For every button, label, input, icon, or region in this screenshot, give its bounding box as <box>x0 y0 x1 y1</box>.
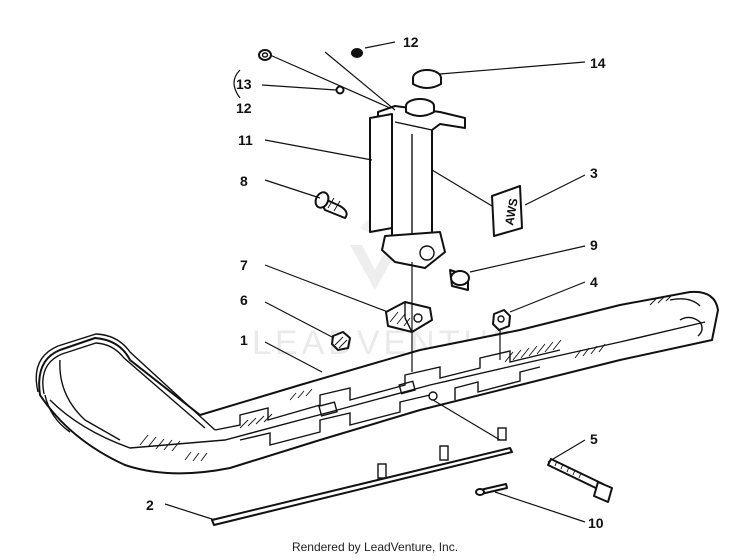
nut-left <box>331 331 351 351</box>
leader-lines <box>164 41 586 523</box>
callout-8: 8 <box>240 173 248 189</box>
callouts: 12 13 12 14 11 8 3 9 7 4 6 1 5 2 10 <box>146 34 606 531</box>
nut-right <box>492 309 511 331</box>
bushing-lower <box>449 269 470 291</box>
callout-3: 3 <box>590 165 598 181</box>
cotter-pin <box>475 483 508 496</box>
callout-1: 1 <box>240 332 248 348</box>
callout-2: 2 <box>146 497 154 513</box>
ski-body <box>35 290 719 479</box>
callout-7: 7 <box>240 257 248 273</box>
callout-10: 10 <box>588 515 604 531</box>
bushing-upper <box>314 191 348 219</box>
decal-text: AWS <box>502 197 521 226</box>
washer-right <box>351 48 363 58</box>
callout-14: 14 <box>590 55 606 71</box>
callout-5: 5 <box>590 431 598 447</box>
callout-12-top: 12 <box>403 34 419 50</box>
callout-11: 11 <box>238 132 253 148</box>
ski-hatching <box>139 294 673 462</box>
callout-6: 6 <box>240 292 248 308</box>
bumper-block <box>385 301 433 333</box>
callout-9: 9 <box>590 237 598 253</box>
render-credit: Rendered by LeadVenture, Inc. <box>291 540 459 554</box>
decal: AWS <box>491 185 523 237</box>
callout-12-left: 12 <box>236 100 252 116</box>
spindle-cap <box>412 69 442 89</box>
callout-4: 4 <box>590 274 598 290</box>
spindle-bolt <box>547 458 613 503</box>
wear-bar <box>211 447 513 526</box>
washer-left <box>258 49 272 61</box>
callout-13: 13 <box>236 76 252 92</box>
spindle <box>369 98 466 269</box>
